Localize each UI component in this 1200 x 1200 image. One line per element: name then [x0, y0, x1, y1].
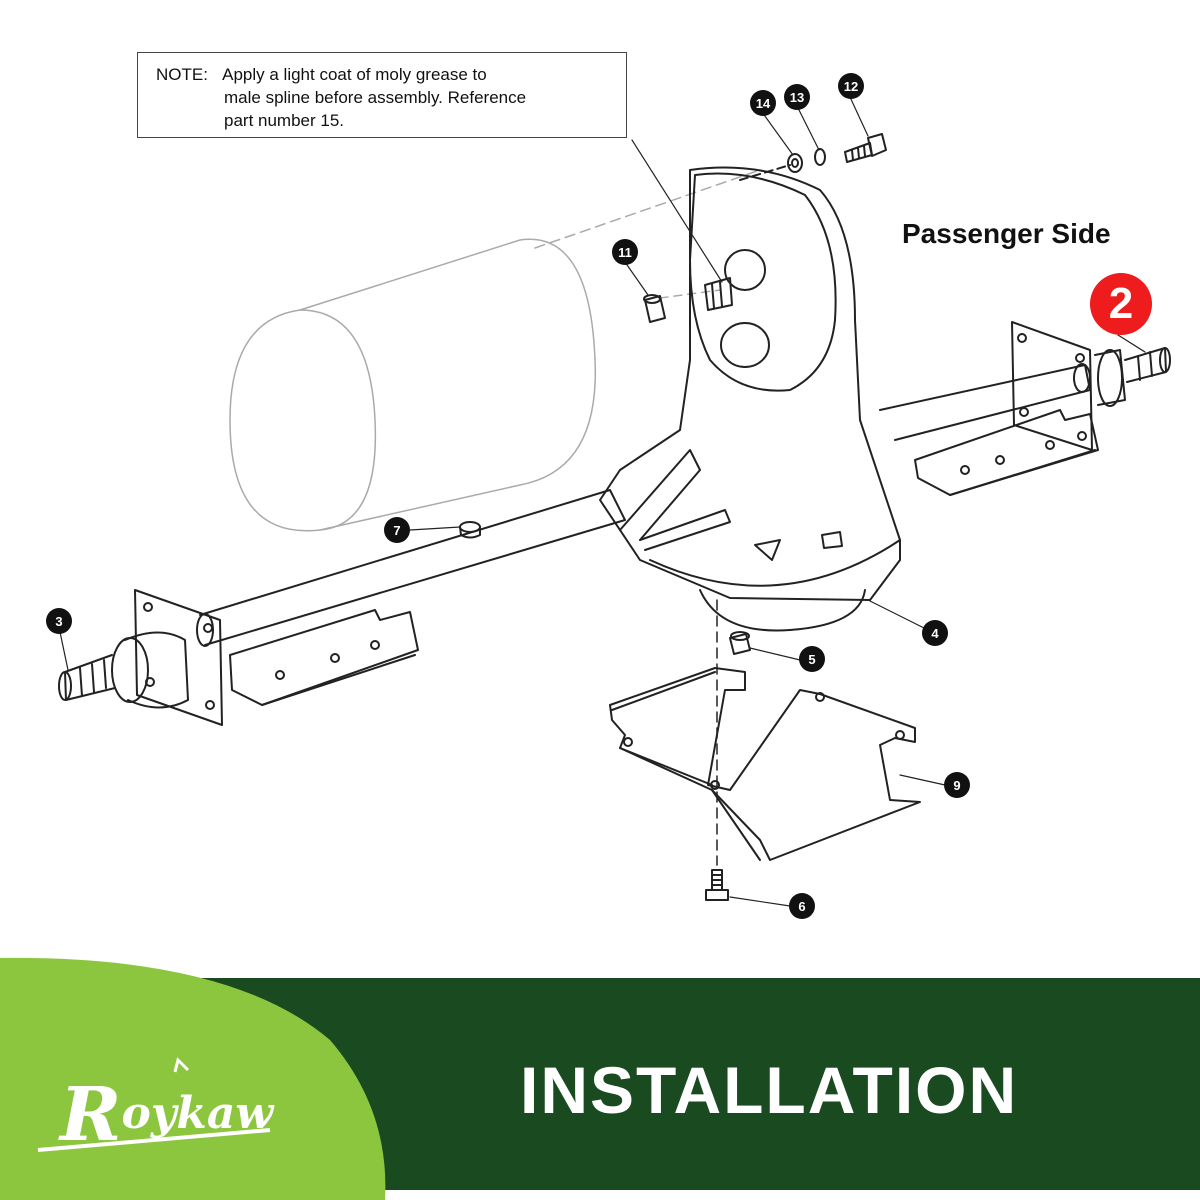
right-spring-bracket: [914, 409, 1099, 496]
callout-5: 5: [799, 646, 825, 672]
note-line-1: NOTE: Apply a light coat of moly grease …: [156, 63, 526, 86]
skid-plate-part-9: [609, 667, 921, 861]
plug-part-11: [643, 294, 666, 323]
left-flange: [58, 589, 223, 726]
callout-7: 7: [384, 517, 410, 543]
callout-2: 2: [1090, 273, 1152, 335]
right-axle-tube: [879, 363, 1091, 441]
callout-12: 12: [838, 73, 864, 99]
banner-title: INSTALLATION: [520, 1053, 1019, 1127]
leader-lines: [59, 96, 1146, 907]
left-axle-tube: [196, 489, 626, 647]
right-flange: [1011, 321, 1171, 451]
note-label: NOTE:: [156, 65, 208, 84]
callout-9: 9: [944, 772, 970, 798]
vent-part-7: [459, 521, 481, 539]
left-spring-bracket: [229, 609, 419, 706]
brand-logo-initial: R: [60, 1072, 122, 1158]
note-text-3: part number 15.: [224, 111, 345, 130]
brand-underline: [37, 1128, 271, 1152]
note-text-2: male spline before assembly. Reference: [224, 88, 527, 107]
bottom-banner: [0, 957, 1200, 1200]
note-box: NOTE: Apply a light coat of moly grease …: [137, 52, 627, 138]
differential-housing: [599, 166, 901, 632]
brand-logo: Roykaw: [60, 1072, 273, 1158]
washer-part-13: [814, 148, 826, 166]
bolt-part-12: [844, 133, 887, 163]
callout-6: 6: [789, 893, 815, 919]
brand-logo-text: oykaw: [121, 1088, 274, 1139]
washer-part-14: [787, 153, 803, 173]
passenger-side-label: Passenger Side: [902, 218, 1111, 249]
callout-3: 3: [46, 608, 72, 634]
note-text-1: Apply a light coat of moly grease to: [222, 65, 487, 84]
bolt-part-6: [705, 869, 729, 901]
motor-outline: [229, 169, 761, 532]
callout-13: 13: [784, 84, 810, 110]
callout-11: 11: [612, 239, 638, 265]
drain-plug-part-5: [729, 631, 751, 655]
callout-14: 14: [750, 90, 776, 116]
callout-4: 4: [922, 620, 948, 646]
